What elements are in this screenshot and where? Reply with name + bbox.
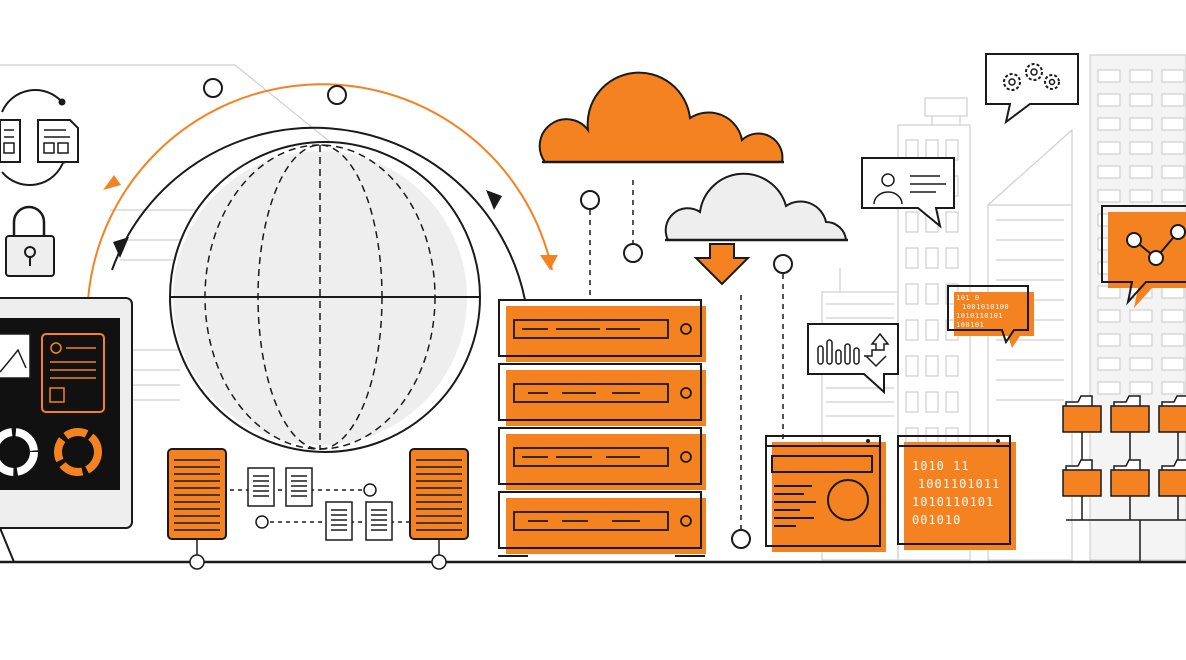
globe-icon <box>169 141 481 453</box>
document-transfer-icon <box>230 467 410 541</box>
orbit-arcs <box>87 78 558 301</box>
server-tower-icon <box>409 448 469 570</box>
rack-connectors <box>580 180 793 549</box>
folder-tree-icon <box>1062 395 1186 562</box>
orbit-arrow-black-right <box>486 190 502 210</box>
lock-icon <box>5 205 55 277</box>
web-page-icon <box>765 435 886 552</box>
line-chart-bubble-icon <box>1101 205 1186 308</box>
code-line: 1010 11 <box>912 459 970 473</box>
orbit-arrow-orange-right <box>540 255 558 270</box>
orbit-node <box>203 78 223 98</box>
settings-gears-bubble-icon <box>985 53 1079 125</box>
binary-bubble-line: 1001010100 <box>962 303 1009 311</box>
server-tower-icon <box>167 448 227 570</box>
download-arrow-icon <box>693 243 751 286</box>
server-unit <box>498 491 706 554</box>
binary-bubble-line: 100101 <box>956 321 984 329</box>
code-line: 1001101011 <box>918 477 1000 491</box>
server-rack-icon <box>498 299 706 554</box>
server-unit <box>498 363 706 426</box>
document-sync-icon <box>0 89 79 186</box>
folder-icon <box>1110 395 1150 433</box>
binary-code-panel-icon: 1010 11 1001101011 1010110101 001010 <box>897 435 1016 550</box>
analytics-bubble-icon <box>807 323 899 395</box>
server-unit <box>498 427 706 490</box>
document-icon <box>247 467 275 507</box>
document-icon <box>365 501 393 541</box>
server-unit <box>498 299 706 362</box>
cloud-icon <box>538 71 784 164</box>
binary-bubble-icon: 101 0 1001010100 1010110101 100101 <box>947 285 1034 348</box>
folder-icon <box>1062 395 1102 433</box>
folder-icon <box>1110 459 1150 497</box>
document-icon <box>325 501 353 541</box>
orbit-arrow-orange-left <box>103 175 121 190</box>
code-line: 1010110101 <box>912 495 994 509</box>
folder-icon <box>1158 395 1186 433</box>
document-icon <box>285 467 313 507</box>
binary-bubble-line: 1010110101 <box>956 312 1003 320</box>
binary-bubble-line: 101 0 <box>956 294 980 302</box>
folder-icon <box>1062 459 1102 497</box>
cloud-icon <box>664 172 848 242</box>
orbit-node <box>327 85 347 105</box>
code-line: 001010 <box>912 513 961 527</box>
folder-icon <box>1158 459 1186 497</box>
user-profile-bubble-icon <box>861 157 955 229</box>
orbit-arrow-black-left <box>113 237 129 258</box>
monitor-icon <box>0 297 133 563</box>
